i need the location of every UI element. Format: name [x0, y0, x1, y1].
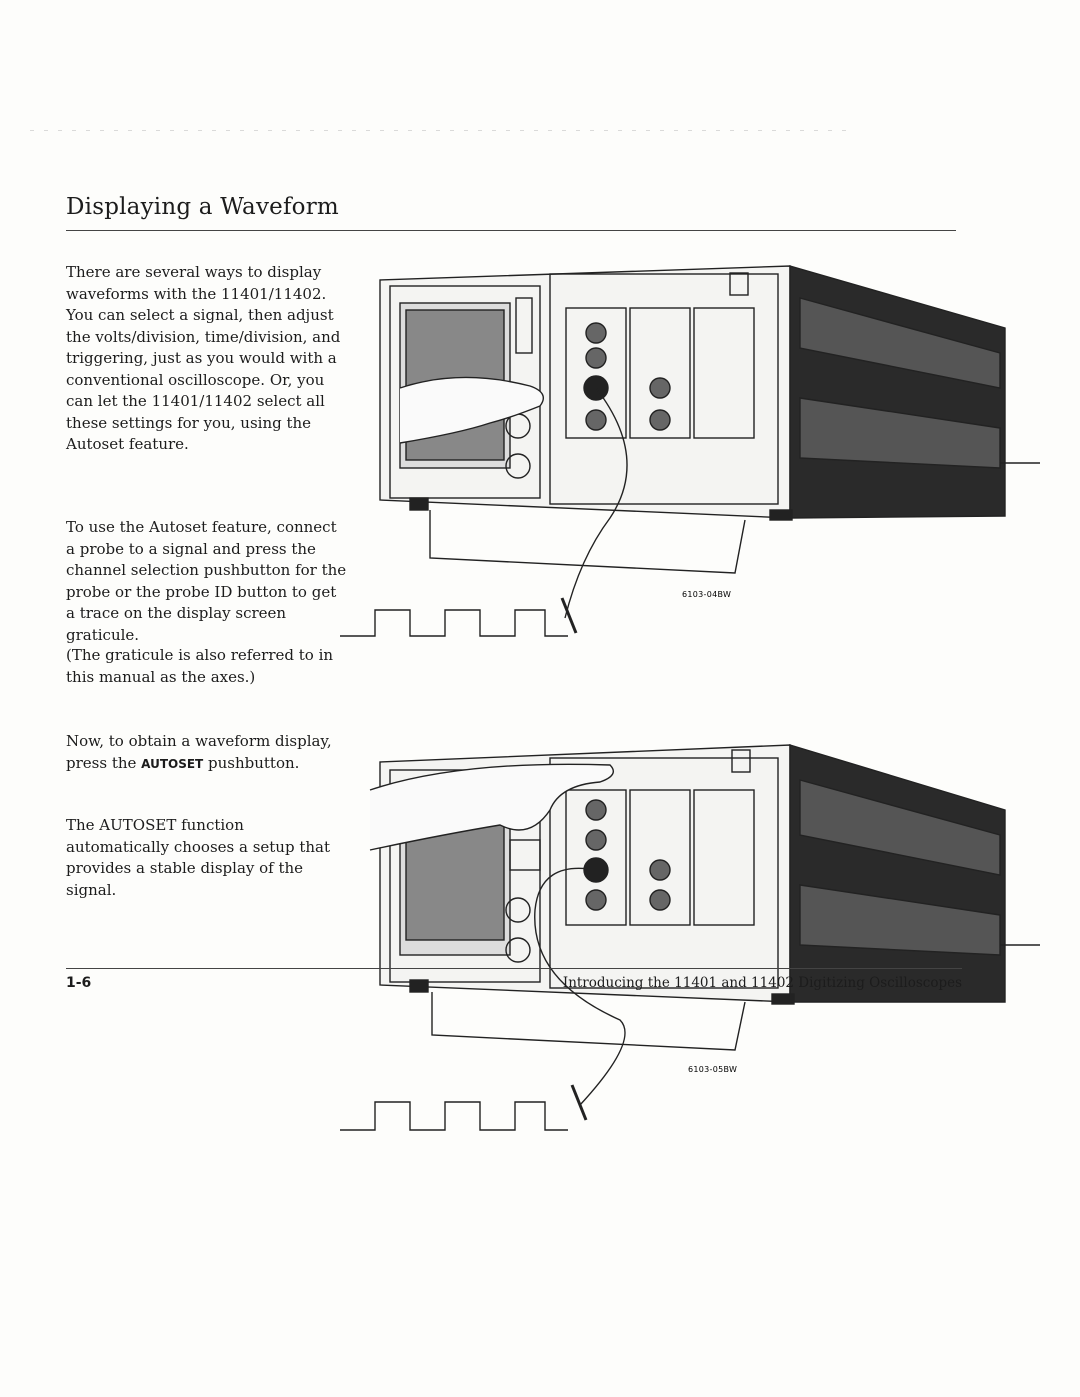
footer-rule — [66, 968, 962, 969]
page-number: 1-6 — [66, 975, 92, 991]
autoset-usage-paragraph: To use the Autoset feature, connect a pr… — [66, 518, 347, 644]
intro-paragraph: There are several ways to display wavefo… — [66, 263, 341, 453]
autoset-function-paragraph: The AUTOSET function automatically choos… — [66, 816, 331, 899]
autoset-text-before: Now, to obtain a waveform display, press… — [66, 732, 332, 772]
page-title: Displaying a Waveform — [66, 194, 339, 220]
autoset-text-after: pushbutton. — [203, 753, 300, 772]
oscilloscope-probe-illustration: 6103-04BW — [340, 265, 1040, 637]
autoset-press-illustration: 6103-05BW — [340, 744, 1040, 1131]
figure-2-number: 6103-05BW — [688, 1065, 737, 1074]
graticule-note-paragraph: (The graticule is also referred to in th… — [66, 646, 334, 686]
scan-noise-dots — [30, 130, 850, 132]
autoset-keyword: AUTOSET — [141, 756, 204, 771]
autoset-press-paragraph: Now, to obtain a waveform display, press… — [66, 731, 348, 775]
figure-1-number: 6103-04BW — [682, 590, 731, 599]
footer-book-title: Introducing the 11401 and 11402 Digitizi… — [562, 975, 962, 991]
title-rule — [66, 230, 956, 231]
